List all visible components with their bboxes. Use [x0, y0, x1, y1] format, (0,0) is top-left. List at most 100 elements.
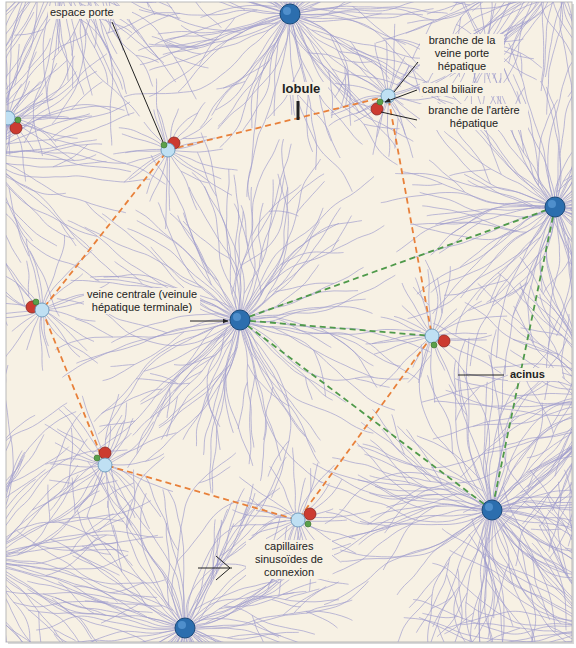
sinusoid-line — [70, 514, 113, 554]
leader-line — [216, 568, 230, 580]
sinusoid-line — [175, 149, 223, 152]
sinusoid-line — [174, 57, 208, 68]
sinusoid-line — [166, 523, 169, 606]
sinusoid-line — [498, 365, 572, 503]
bile-duct — [431, 342, 437, 348]
sinusoid-line — [244, 328, 373, 433]
sinusoid-line — [433, 402, 572, 439]
sinusoid-line — [138, 2, 149, 7]
sinusoid-line — [6, 2, 43, 66]
sinusoid-line — [109, 418, 133, 459]
sinusoid-line — [159, 369, 226, 428]
sinusoid-line — [444, 131, 547, 202]
sinusoid-line — [157, 109, 168, 143]
leader-line — [112, 22, 163, 142]
sinusoid-line — [380, 341, 427, 387]
sinusoid-line — [527, 420, 572, 458]
sinusoid-line — [43, 144, 102, 154]
sinusoid-line — [437, 309, 457, 331]
sinusoid-line — [272, 600, 301, 607]
sinusoid-line — [178, 215, 209, 273]
sinusoid-line — [280, 252, 343, 265]
sinusoid-line — [226, 169, 240, 311]
bile-duct — [305, 521, 311, 527]
sinusoid-line — [171, 2, 283, 8]
sinusoid-line — [45, 424, 99, 461]
sinusoid-line — [6, 2, 38, 24]
sinusoid-line — [39, 612, 42, 642]
bile-duct — [94, 455, 100, 461]
vein-highlight — [548, 200, 556, 208]
sinusoid-line — [43, 235, 64, 303]
sinusoid-line — [460, 623, 572, 634]
sinusoid-line — [493, 519, 572, 634]
sinusoid-line — [192, 2, 288, 5]
sinusoid-line — [193, 619, 347, 642]
sinusoid-line — [248, 174, 288, 316]
sinusoid-line — [149, 18, 281, 97]
sinusoid-line — [431, 597, 452, 609]
sinusoid-line — [350, 41, 384, 90]
sinusoid-line — [435, 342, 457, 391]
sinusoid-line — [6, 568, 23, 642]
leader-line — [385, 90, 417, 102]
sinusoid-line — [111, 422, 153, 463]
sinusoid-line — [76, 319, 231, 363]
sinusoid-line — [193, 633, 324, 642]
sinusoid-line — [249, 317, 401, 366]
sinusoid-line — [181, 171, 208, 183]
central-vein — [482, 500, 502, 520]
central-vein — [230, 310, 250, 330]
sinusoid-line — [6, 535, 158, 563]
sinusoid-line — [92, 324, 232, 453]
sinusoid-line — [259, 203, 264, 262]
sinusoid-line — [6, 154, 106, 167]
sinusoid-line — [6, 567, 30, 642]
sinusoid-line — [247, 221, 362, 315]
sinusoid-line — [238, 382, 247, 429]
sinusoid-line — [6, 157, 74, 240]
sinusoid-line — [46, 315, 80, 357]
sinusoid-line — [381, 317, 426, 333]
sinusoid-line — [537, 297, 572, 368]
sinusoid-line — [494, 364, 572, 380]
sinusoid-line — [190, 635, 247, 642]
sinusoid-line — [124, 154, 162, 183]
sinusoid-line — [541, 4, 572, 69]
sinusoid-line — [6, 158, 25, 305]
label-central-vein: veine centrale (veinule hépatique termin… — [84, 288, 200, 314]
sinusoid-line — [266, 524, 292, 539]
leader-line — [190, 321, 228, 322]
central-vein — [175, 618, 195, 638]
sinusoid-line — [358, 446, 487, 503]
sinusoid-line — [101, 604, 138, 623]
sinusoid-line — [9, 125, 10, 155]
sinusoid-line — [328, 471, 484, 506]
sinusoid-line — [460, 231, 514, 267]
sinusoid-line — [449, 169, 490, 176]
sinusoid-line — [546, 216, 572, 352]
sinusoid-line — [241, 329, 254, 448]
sinusoid-line — [102, 389, 163, 413]
sinusoid-line — [439, 221, 482, 254]
hepatic-artery — [99, 447, 111, 459]
sinusoid-line — [402, 305, 427, 331]
leader-line — [297, 101, 300, 120]
sinusoid-line — [294, 586, 326, 613]
sinusoid-line — [194, 630, 348, 642]
sinusoid-line — [495, 518, 572, 578]
sinusoid-line — [252, 522, 292, 535]
sinusoid-line — [145, 329, 239, 461]
sinusoid-line — [549, 409, 572, 552]
sinusoid-line — [15, 120, 78, 138]
sinusoid-line — [293, 448, 296, 514]
sinusoid-line — [297, 181, 325, 213]
sinusoid-line — [140, 17, 282, 65]
sinusoid-line — [6, 433, 131, 553]
sinusoid-line — [401, 2, 553, 77]
sinusoid-line — [450, 550, 572, 626]
sinusoid-line — [391, 57, 405, 90]
sinusoid-line — [6, 152, 96, 161]
sinusoid-line — [111, 364, 135, 366]
sinusoid-line — [144, 474, 178, 550]
